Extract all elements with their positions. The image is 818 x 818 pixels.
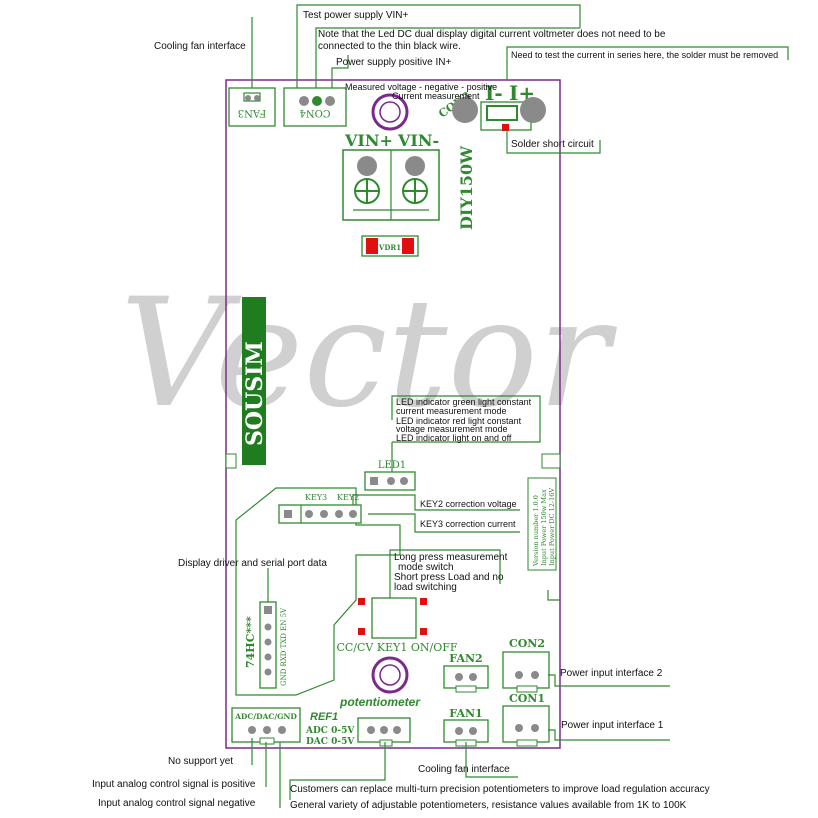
serial-header: GND RXD TXD EN 5V [259, 601, 288, 689]
adc-range-label: ADC 0-5V [305, 726, 355, 736]
vin-terminal: VIN+ VIN- [342, 131, 440, 221]
fan3-label: FAN3 [238, 107, 266, 118]
callout-cooling-fan-top: Cooling fan interface [154, 41, 246, 52]
svg-text:I-: I- [485, 81, 503, 105]
callout-note-led-2: connected to the thin black wire. [318, 41, 461, 52]
ref1-header [357, 717, 411, 747]
callout-note-led-1: Note that the Led DC dual display digita… [318, 29, 666, 40]
version-line: Input Power DC 12-16V [548, 488, 556, 566]
callout-multi-turn: Customers can replace multi-turn precisi… [290, 784, 710, 795]
callout-key3-correction: KEY3 correction current [420, 519, 516, 529]
serial-pins-label: GND RXD TXD EN 5V [280, 607, 288, 686]
board-notch-left [225, 453, 237, 469]
callout-no-support: No support yet [168, 756, 233, 767]
ref1-label: REF1 [310, 711, 338, 723]
fan3-header: FAN3 [228, 87, 276, 127]
callout-current-series: Need to test the current in series here,… [511, 50, 778, 60]
callout-general-pot: General variety of adjustable potentiome… [290, 800, 687, 811]
board-notch-right [541, 453, 561, 469]
callout-long-press-2: mode switch [398, 562, 454, 573]
key1-switch [358, 597, 427, 639]
version-line: Input Power 150w Max [540, 489, 548, 566]
callout-solder-short: Solder short circuit [511, 139, 594, 150]
con1-label: CON1 [509, 692, 545, 705]
version-line: Version number 1.0.0 [532, 495, 540, 567]
led1-header [364, 471, 416, 491]
callout-power-interface-1: Power input interface 1 [561, 720, 664, 731]
callout-cooling-fan-bottom: Cooling fan interface [418, 764, 510, 775]
potentiometer-label: potentiometer [339, 695, 421, 709]
fan2-label: FAN2 [449, 652, 482, 665]
con2-label: CON2 [509, 637, 545, 650]
callout-short-press-2: load switching [394, 582, 457, 593]
key-header [278, 504, 362, 524]
brand-label: SOUSIM [242, 341, 268, 446]
con2-header [502, 651, 550, 693]
callout-led-green-2: current measurement mode [396, 406, 507, 416]
callout-led-red-1: LED indicator red light constant [396, 416, 522, 426]
dac-range-label: DAC 0-5V [306, 737, 355, 747]
chip-label: 74HC*** [244, 616, 257, 668]
con4-label: CON4 [300, 107, 331, 118]
model-label: DIY150W [457, 145, 476, 230]
vdr1-component: VDR1 [361, 235, 419, 257]
vin-plus-label: VIN+ [344, 131, 393, 150]
callout-key2-correction: KEY2 correction voltage [420, 499, 517, 509]
callout-short-press-1: Short press Load and no [394, 572, 504, 583]
callout-measured-voltage: Measured voltage - negative - positive [345, 82, 497, 92]
callout-long-press-1: Long press measurement [394, 552, 508, 563]
brand-badge [242, 297, 266, 465]
callout-lines [251, 4, 789, 808]
con3-pad [452, 97, 478, 123]
board-outline [225, 79, 561, 749]
callout-led-red-2: voltage measurement mode [396, 424, 508, 434]
callout-power-positive: Power supply positive IN+ [336, 57, 451, 68]
version-block: Version number 1.0.0 Input Power 150w Ma… [527, 477, 557, 571]
inner-outline [235, 487, 401, 696]
key2-label: KEY2 [337, 493, 359, 502]
adc-dac-header: ADC/DAC/GND [231, 707, 301, 745]
current-shunt: I- I+ [480, 81, 546, 131]
adc-header-label: ADC/DAC/GND [234, 712, 297, 721]
callout-display-driver: Display driver and serial port data [178, 558, 327, 569]
fan1-label: FAN1 [449, 707, 482, 720]
vin-minus-label: VIN- [397, 131, 439, 150]
callout-analog-negative: Input analog control signal negative [98, 798, 256, 809]
fan2-header [443, 665, 489, 693]
callout-led-onoff: LED indicator light on and off [396, 433, 512, 443]
key1-label: CC/CV KEY1 ON/OFF [336, 641, 457, 654]
callout-test-power: Test power supply VIN+ [303, 10, 408, 21]
callout-led-green-1: LED indicator green light constant [396, 397, 532, 407]
con4-header: CON4 [283, 87, 347, 127]
callout-analog-positive: Input analog control signal is positive [92, 779, 256, 790]
callout-power-interface-2: Power input interface 2 [560, 668, 663, 679]
callout-current-measurement: Current measurement [392, 91, 480, 101]
key3-label: KEY3 [305, 493, 327, 502]
svg-text:VDR1: VDR1 [378, 243, 401, 252]
watermark: Vector [120, 267, 618, 441]
con1-header [502, 705, 550, 747]
